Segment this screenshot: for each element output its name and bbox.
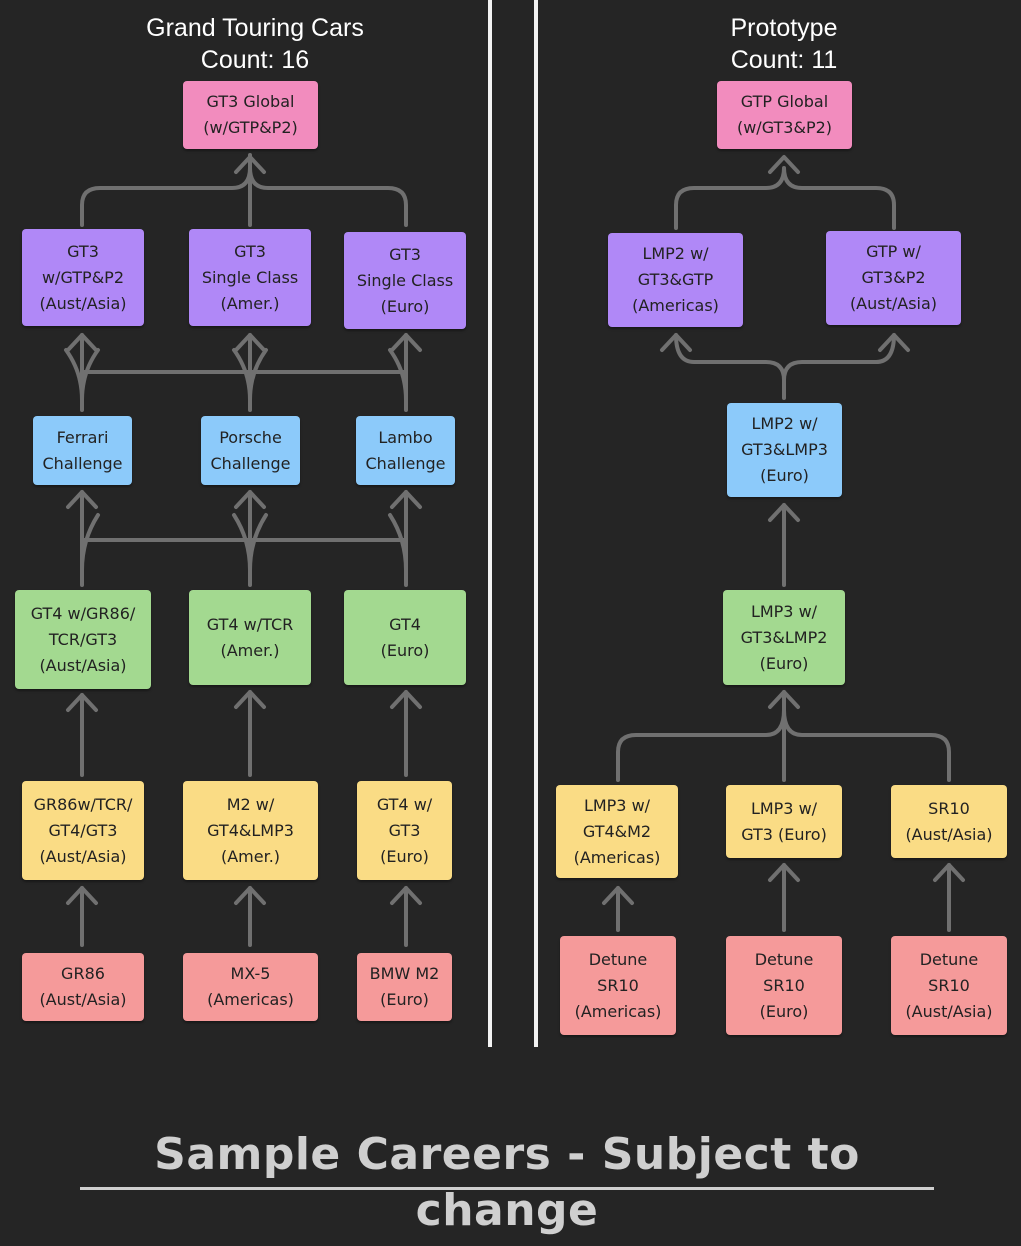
node-gt4-gt3-euro: GT4 w/ GT3 (Euro) xyxy=(357,781,452,880)
node-lmp3-euro: LMP3 w/ GT3&LMP2 (Euro) xyxy=(723,590,845,685)
node-gr86: GR86 (Aust/Asia) xyxy=(22,953,144,1021)
node-gt4-euro: GT4 (Euro) xyxy=(344,590,466,685)
node-detune-americas: Detune SR10 (Americas) xyxy=(560,936,676,1035)
footer-caption: Sample Careers - Subject to change xyxy=(80,1127,934,1236)
divider-left xyxy=(488,0,492,1047)
node-lmp3-americas: LMP3 w/ GT4&M2 (Americas) xyxy=(556,785,678,878)
node-mx5: MX-5 (Americas) xyxy=(183,953,318,1021)
node-detune-euro: Detune SR10 (Euro) xyxy=(726,936,842,1035)
node-gtp-global: GTP Global (w/GT3&P2) xyxy=(717,81,852,149)
node-lambo-challenge: Lambo Challenge xyxy=(356,416,455,485)
grand-touring-title: Grand Touring Cars Count: 16 xyxy=(146,14,364,74)
node-gt3-amer: GT3 Single Class (Amer.) xyxy=(189,229,311,326)
divider-right xyxy=(534,0,538,1047)
node-gt3-aust-asia: GT3 w/GTP&P2 (Aust/Asia) xyxy=(22,229,144,326)
node-gt3-euro: GT3 Single Class (Euro) xyxy=(344,232,466,329)
node-ferrari-challenge: Ferrari Challenge xyxy=(33,416,132,485)
node-porsche-challenge: Porsche Challenge xyxy=(201,416,300,485)
node-lmp2-americas: LMP2 w/ GT3&GTP (Americas) xyxy=(608,233,743,327)
node-gt3-global: GT3 Global (w/GTP&P2) xyxy=(183,81,318,149)
node-lmp3-gt3-euro: LMP3 w/ GT3 (Euro) xyxy=(726,785,842,858)
node-detune-aust-asia: Detune SR10 (Aust/Asia) xyxy=(891,936,1007,1035)
node-m2-mixed: M2 w/ GT4&LMP3 (Amer.) xyxy=(183,781,318,880)
node-gt4-amer: GT4 w/TCR (Amer.) xyxy=(189,590,311,685)
node-gtp-aust-asia: GTP w/ GT3&P2 (Aust/Asia) xyxy=(826,231,961,325)
node-bmw-m2: BMW M2 (Euro) xyxy=(357,953,452,1021)
prototype-title: Prototype Count: 11 xyxy=(730,14,838,74)
node-lmp2-euro: LMP2 w/ GT3&LMP3 (Euro) xyxy=(727,403,842,497)
node-gr86-mixed: GR86w/TCR/ GT4/GT3 (Aust/Asia) xyxy=(22,781,144,880)
node-gt4-aust-asia: GT4 w/GR86/ TCR/GT3 (Aust/Asia) xyxy=(15,590,151,689)
node-sr10-aust-asia: SR10 (Aust/Asia) xyxy=(891,785,1007,858)
